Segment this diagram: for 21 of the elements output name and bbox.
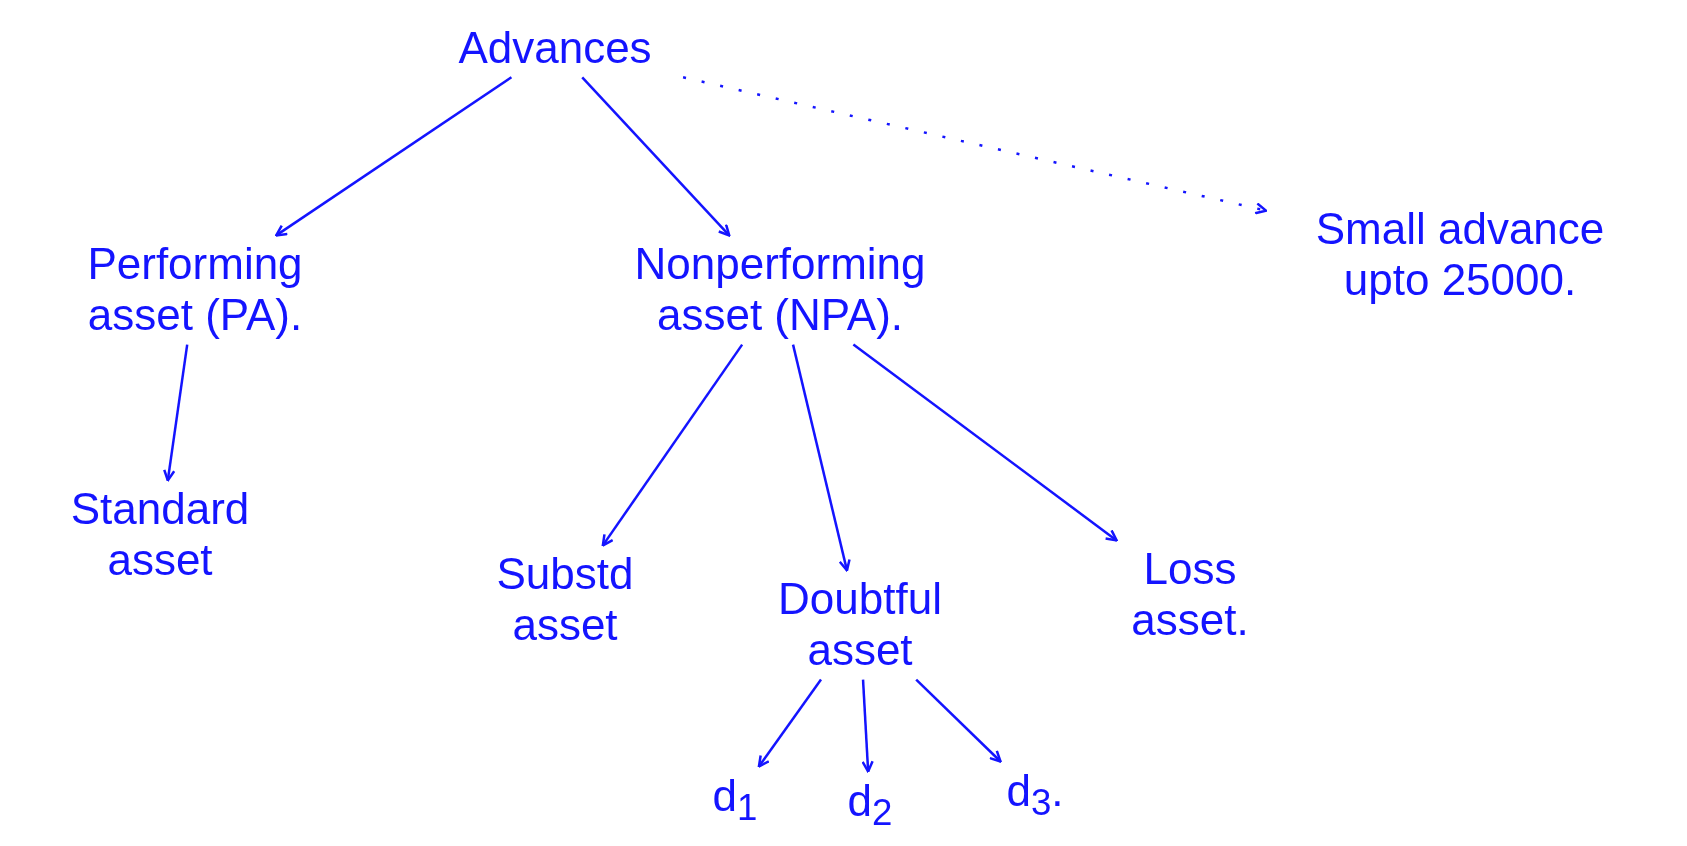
node-label: Loss asset.	[1090, 544, 1290, 646]
arrow	[915, 678, 1002, 763]
arrow	[791, 344, 851, 572]
arrow	[163, 344, 189, 482]
node-label: d$_{1}$	[700, 770, 770, 830]
dotted-arrow	[682, 76, 1268, 215]
node-label: Small advance upto 25000.	[1270, 204, 1650, 306]
arrow	[601, 343, 744, 547]
node-label: d$_{2}$	[835, 775, 905, 835]
arrow	[581, 76, 731, 237]
node-label: d$_{3}$.	[990, 765, 1080, 825]
node-label: Nonperforming asset (NPA).	[620, 239, 940, 341]
node-label: Doubtful asset	[740, 574, 980, 676]
node-label: Performing asset (PA).	[70, 239, 320, 341]
node-label: Advances	[425, 22, 685, 74]
arrow	[757, 678, 822, 768]
arrow	[852, 343, 1118, 542]
node-label: Substd asset	[465, 549, 665, 651]
node-label: Standard asset	[30, 484, 290, 586]
arrow	[861, 679, 874, 773]
arrow	[274, 76, 513, 237]
